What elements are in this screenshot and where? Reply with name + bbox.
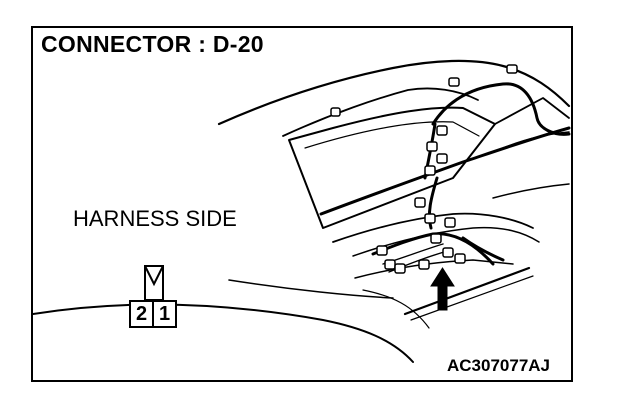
- connector-a: [426, 141, 438, 152]
- connector-l: [384, 259, 396, 270]
- windshield-outline: [288, 106, 496, 229]
- harness-main: [319, 126, 571, 216]
- hood-curve-upper: [228, 279, 394, 299]
- connector-b: [436, 153, 448, 164]
- connector-mirror: [436, 125, 448, 136]
- cowl-trim: [403, 266, 531, 316]
- harness-side-label: HARNESS SIDE: [73, 206, 237, 231]
- harness-roof-run: [431, 82, 571, 136]
- connector-key-icon: [144, 265, 164, 301]
- dashboard-lower: [354, 259, 514, 279]
- connector-title: CONNECTOR : D-20: [41, 31, 264, 57]
- location-arrow: [430, 267, 455, 311]
- connector-c: [424, 165, 436, 176]
- dashboard-top: [332, 212, 534, 243]
- windshield-inner-edge: [304, 121, 480, 149]
- roof-outline: [217, 59, 571, 126]
- connector-roof-left: [448, 77, 460, 87]
- fender-edge: [362, 289, 430, 329]
- connector-j: [418, 259, 430, 270]
- harness-branch-right: [461, 236, 505, 262]
- diagram-frame: CONNECTOR : D-20: [31, 26, 573, 382]
- vehicle-harness-drawing: [33, 59, 571, 363]
- connector-g: [430, 233, 442, 244]
- connector-h: [442, 247, 454, 258]
- connector-windshield: [330, 107, 341, 117]
- connector-f: [444, 217, 456, 228]
- connector-roof: [506, 64, 518, 74]
- hood-curve-lower: [33, 303, 414, 363]
- windshield-upper-edge: [282, 87, 479, 137]
- cowl-trim-lower: [410, 275, 534, 321]
- connector-k: [376, 245, 388, 256]
- connector-pin-1: 1: [152, 300, 177, 328]
- figure-code: AC307077AJ: [447, 356, 551, 375]
- connector-pin-2: 2: [129, 300, 154, 328]
- a-pillar: [494, 97, 570, 125]
- connector-e: [424, 213, 436, 224]
- connector-m: [394, 263, 406, 274]
- connector-d: [414, 197, 426, 208]
- body-side-lower: [492, 183, 570, 199]
- connector-i: [454, 253, 466, 264]
- harness-to-dash: [427, 176, 439, 230]
